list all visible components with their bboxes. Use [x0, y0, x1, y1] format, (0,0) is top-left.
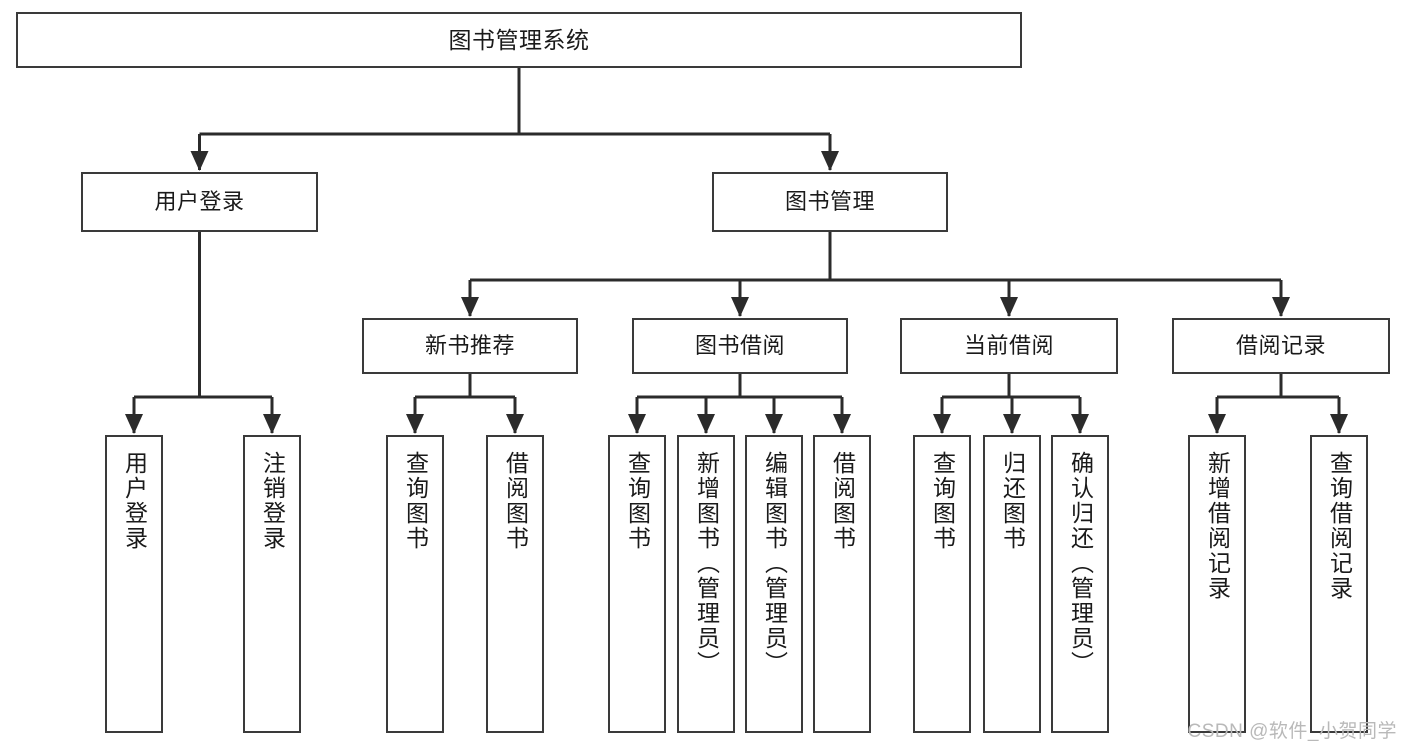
node-l2-newbook[interactable]: 新书推荐 [362, 318, 578, 374]
node-l2-borrow[interactable]: 图书借阅 [632, 318, 848, 374]
node-l3-c4[interactable]: 借阅图书 [813, 435, 871, 733]
node-label: 归还图书 [999, 451, 1026, 551]
node-label: 编辑图书（管理员） [761, 451, 788, 676]
node-l2-record[interactable]: 借阅记录 [1172, 318, 1390, 374]
node-l3-e1[interactable]: 新增借阅记录 [1188, 435, 1246, 733]
node-label: 图书管理 [784, 189, 875, 215]
node-l3-a2[interactable]: 注销登录 [243, 435, 301, 733]
node-l3-c1[interactable]: 查询图书 [608, 435, 666, 733]
node-l3-b2[interactable]: 借阅图书 [486, 435, 544, 733]
node-l3-c3[interactable]: 编辑图书（管理员） [745, 435, 803, 733]
node-label: 确认归还（管理员） [1067, 451, 1094, 676]
node-label: 新增图书（管理员） [693, 451, 720, 676]
node-l3-c2[interactable]: 新增图书（管理员） [677, 435, 735, 733]
node-l3-d2[interactable]: 归还图书 [983, 435, 1041, 733]
node-label: 借阅图书 [829, 451, 856, 551]
node-label: 新书推荐 [424, 333, 515, 359]
node-label: 注销登录 [259, 451, 286, 551]
node-l2-current[interactable]: 当前借阅 [900, 318, 1118, 374]
node-l1-bookmgr[interactable]: 图书管理 [712, 172, 948, 232]
node-label: 查询图书 [402, 451, 429, 551]
watermark-label: CSDN @软件_小贺同学 [1187, 721, 1397, 742]
node-label: 查询借阅记录 [1326, 451, 1353, 601]
node-root[interactable]: 图书管理系统 [16, 12, 1022, 68]
node-label: 借阅图书 [502, 451, 529, 551]
node-label: 新增借阅记录 [1204, 451, 1231, 601]
node-label: 当前借阅 [963, 333, 1054, 359]
node-label: 用户登录 [154, 189, 245, 215]
node-label: 用户登录 [121, 451, 148, 551]
node-l1-login[interactable]: 用户登录 [81, 172, 318, 232]
node-l3-d3[interactable]: 确认归还（管理员） [1051, 435, 1109, 733]
node-label: 查询图书 [929, 451, 956, 551]
node-l3-a1[interactable]: 用户登录 [105, 435, 163, 733]
node-l3-e2[interactable]: 查询借阅记录 [1310, 435, 1368, 733]
node-label: 图书借阅 [694, 333, 785, 359]
node-label: 图书管理系统 [448, 26, 590, 53]
node-label: 查询图书 [624, 451, 651, 551]
node-l3-b1[interactable]: 查询图书 [386, 435, 444, 733]
node-label: 借阅记录 [1235, 333, 1326, 359]
node-l3-d1[interactable]: 查询图书 [913, 435, 971, 733]
